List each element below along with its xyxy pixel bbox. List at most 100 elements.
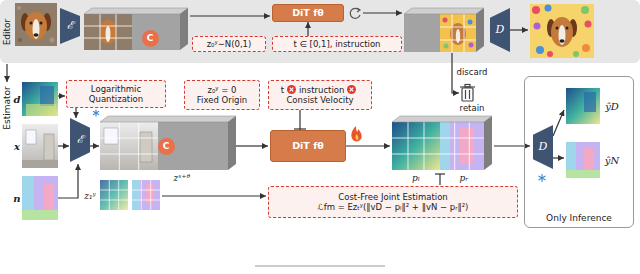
- concat-circle-shape: [158, 138, 175, 155]
- node-text: Consist Velocity: [286, 95, 353, 105]
- flow-arrow: [363, 12, 402, 13]
- fixed-origin-box: z₀ʸ = 0Fixed Origin: [184, 80, 260, 110]
- condition-box: t ∈ [0,1], instruction: [272, 36, 402, 52]
- node-text: z₀ʸ∼N(0,1): [207, 39, 252, 49]
- output-photo: [545, 5, 552, 12]
- target-latents: [100, 180, 160, 210]
- loss-box: Cost-Free Joint Estimationℒfm = Ezₜʸ(‖vD…: [268, 186, 518, 218]
- connector: [307, 22, 308, 36]
- action-label: retain: [460, 103, 485, 113]
- target-latents: [132, 180, 140, 210]
- refresh-icon: [350, 8, 360, 18]
- text-row: t ∈ [0,1], instruction: [293, 39, 380, 49]
- inference-panel: Only Inference D: [524, 76, 634, 228]
- flow-arrow: [162, 195, 266, 196]
- room-image: [22, 124, 58, 168]
- encoder-block: ℰ: [70, 118, 90, 162]
- node-text: ℒfm = Ezₜʸ(‖vD − pₗ‖² + ‖vN − pᵣ‖²): [318, 202, 469, 212]
- latent-symbol: zˣ⁺ᶿ: [174, 173, 191, 183]
- decoder-block-shape: [533, 125, 553, 169]
- snowflake-icon: [93, 110, 546, 183]
- output-photo: [573, 51, 579, 57]
- text-row: DiT fθ: [292, 140, 324, 151]
- separator-line: [255, 266, 385, 267]
- text-row: tinstruction: [281, 85, 360, 95]
- flow-arrow: [510, 29, 528, 30]
- quantization-box: Logarithmic Quantization: [66, 80, 166, 108]
- cross-icon: [350, 88, 354, 92]
- flow-arrow: [6, 64, 7, 82]
- cross-icon: [290, 88, 294, 92]
- predicted-normal-image: [566, 170, 600, 178]
- prediction-grid: [440, 122, 484, 170]
- input-photo: [17, 6, 21, 10]
- predicted-depth-image: [566, 88, 600, 124]
- section-label: Estimator: [2, 86, 12, 129]
- text-row: Only Inference: [546, 213, 612, 224]
- output-latent-grid: [476, 8, 484, 52]
- output-symbol: ŷN: [605, 155, 619, 166]
- latent-grid: [84, 14, 132, 50]
- text-row: ℰ: [77, 133, 84, 146]
- node-text: Only Inference: [546, 213, 612, 224]
- normal-image: [22, 176, 58, 220]
- prediction-symbol: pₗ: [412, 173, 420, 183]
- node-text: Cost-Free Joint Estimation: [338, 192, 447, 202]
- snowflake-icon: [539, 174, 546, 182]
- room-latent-grid: [100, 122, 158, 170]
- input-photo: [40, 22, 43, 25]
- node-text: D: [496, 23, 505, 36]
- output-symbol: ŷD: [605, 101, 619, 112]
- prediction-grid: [460, 128, 474, 164]
- node-text: t: [281, 85, 284, 95]
- input-photo: [25, 12, 47, 40]
- output-latent-grid: [456, 29, 460, 43]
- cross-icon: [347, 85, 356, 94]
- output-photo: [556, 27, 559, 30]
- flow-arrow: [58, 145, 69, 146]
- editor-panel: EditorℰCz₀ʸ∼N(0,1)t ∈ [0,1], instruction…: [0, 0, 640, 63]
- output-photo: [581, 6, 589, 14]
- room-latent-grid: [158, 122, 228, 170]
- flow-arrow: [553, 110, 564, 136]
- output-latent-grid: [440, 14, 476, 52]
- refresh-icon: [357, 8, 360, 12]
- node-text: ℰ: [67, 19, 74, 32]
- action-label: discard: [457, 67, 488, 77]
- input-photo: [18, 38, 22, 42]
- text-row: C: [163, 141, 170, 152]
- predicted-depth-image: [584, 92, 596, 112]
- latent-grid: [132, 14, 180, 50]
- output-photo: [532, 6, 540, 14]
- output-photo: [534, 23, 541, 30]
- cross-icon: [287, 85, 296, 94]
- dit-block: DiT fθ: [270, 130, 346, 162]
- stop-bar: [439, 174, 440, 185]
- output-photo: [530, 4, 594, 58]
- text-row: ℒfm = Ezₜʸ(‖vD − pₗ‖² + ‖vN − pᵣ‖²): [318, 202, 469, 212]
- encoder-block-shape: [60, 8, 80, 44]
- output-photo: [551, 17, 573, 47]
- output-photo: [559, 25, 566, 45]
- text-row: D: [539, 140, 548, 153]
- normal-image: [22, 210, 58, 220]
- text-row: Editor: [2, 18, 13, 45]
- cross-icon: [287, 85, 296, 94]
- room-image: [22, 160, 58, 168]
- trash-icon: [465, 90, 466, 99]
- text-row: Logarithmic Quantization: [71, 84, 161, 104]
- node-text: Fixed Origin: [197, 95, 247, 105]
- flow-arrow: [58, 95, 65, 96]
- node-text: DiT fθ: [292, 7, 324, 18]
- text-row: z₀ʸ∼N(0,1): [207, 39, 252, 49]
- trash-icon: [462, 88, 473, 101]
- depth-image: [22, 82, 58, 116]
- flow-arrow: [190, 15, 270, 16]
- fire-icon: [351, 126, 361, 141]
- target-latents: [100, 180, 128, 210]
- predicted-depth-image: [566, 88, 600, 124]
- trash-icon: [469, 90, 470, 99]
- depth-image: [26, 104, 56, 116]
- target-latents: [146, 184, 154, 204]
